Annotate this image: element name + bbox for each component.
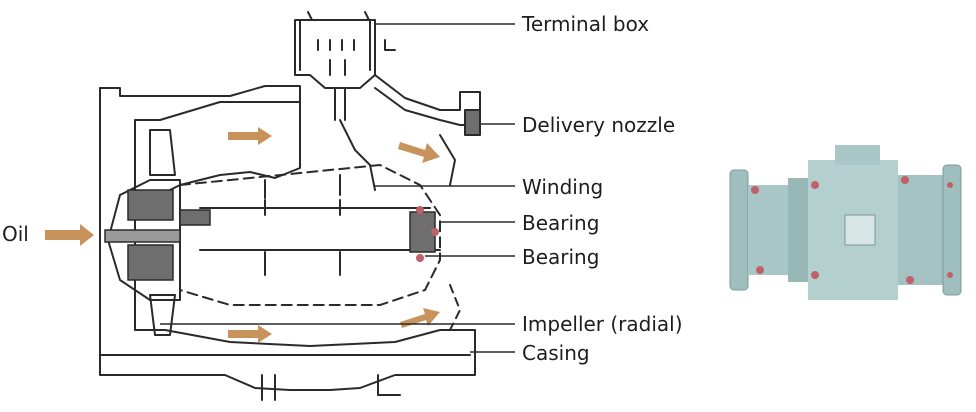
label-winding: Winding bbox=[522, 175, 604, 199]
oil-inlet-arrow bbox=[45, 224, 94, 246]
label-casing: Casing bbox=[522, 341, 590, 365]
label-bearing-lower: Bearing bbox=[522, 245, 600, 269]
winding-enclosure bbox=[179, 164, 441, 306]
flow-arrows bbox=[45, 127, 440, 343]
label-bearing-upper: Bearing bbox=[522, 211, 600, 235]
delivery-nozzle bbox=[374, 74, 481, 126]
label-delivery-nozzle: Delivery nozzle bbox=[522, 113, 676, 137]
terminal-box bbox=[294, 19, 376, 89]
pump-photo bbox=[729, 145, 962, 300]
bearing-right bbox=[409, 211, 436, 253]
label-impeller: Impeller (radial) bbox=[522, 312, 683, 336]
casing-outline bbox=[99, 87, 476, 391]
impeller bbox=[107, 179, 181, 301]
label-oil: Oil bbox=[2, 222, 29, 246]
label-terminal-box: Terminal box bbox=[522, 12, 650, 36]
